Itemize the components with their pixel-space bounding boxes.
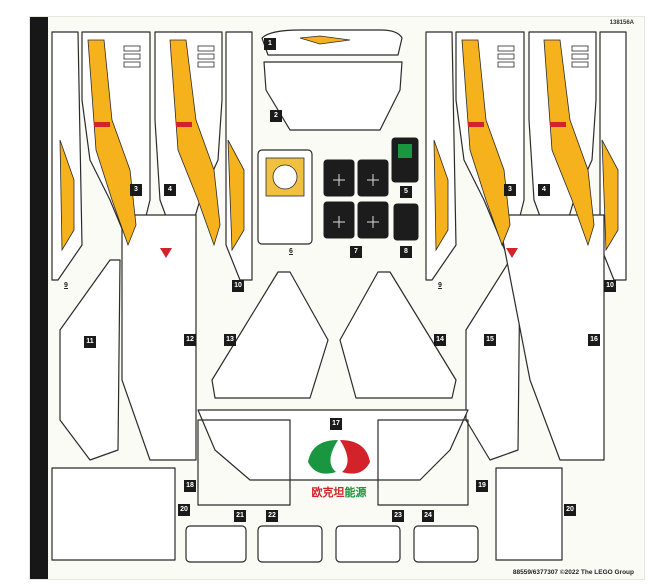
- label-20-right: 20: [564, 504, 576, 516]
- sticker-12: [121, 214, 197, 461]
- octan-logo-text: 欧克坦能源: [296, 484, 382, 500]
- label-3-left: 3: [130, 184, 142, 196]
- label-13: 13: [224, 334, 236, 346]
- label-8: 8: [400, 246, 412, 258]
- sticker-24: [413, 525, 479, 563]
- label-18: 18: [184, 480, 196, 492]
- label-3-right: 3: [504, 184, 516, 196]
- label-11: 11: [84, 336, 96, 348]
- sticker-11: [59, 259, 121, 461]
- sticker-2: [263, 61, 403, 131]
- label-16: 16: [588, 334, 600, 346]
- label-4-right: 4: [538, 184, 550, 196]
- sticker-15: [465, 259, 521, 461]
- copyright-footer: 88559/6377307 ©2022 The LEGO Group: [512, 569, 634, 576]
- label-20-left: 20: [178, 504, 190, 516]
- sticker-20-left: [51, 467, 176, 561]
- label-17: 17: [330, 418, 342, 430]
- label-9-right: 9: [438, 282, 442, 289]
- label-19: 19: [476, 480, 488, 492]
- label-14: 14: [434, 334, 446, 346]
- sticker-20-right: [495, 467, 563, 561]
- logo-text-green: 能源: [344, 487, 367, 499]
- label-15: 15: [484, 334, 496, 346]
- label-12: 12: [184, 334, 196, 346]
- sticker-22: [257, 525, 323, 563]
- label-10-right: 10: [604, 280, 616, 292]
- sticker-8: [393, 203, 419, 241]
- sticker-18: [197, 419, 291, 506]
- sticker-19: [377, 419, 469, 506]
- sheet-code: 138156A: [609, 20, 634, 26]
- label-1: 1: [264, 38, 276, 50]
- sheet-edge-strip: [30, 17, 48, 579]
- label-22: 22: [266, 510, 278, 522]
- sticker-13: [211, 271, 329, 399]
- label-4-left: 4: [164, 184, 176, 196]
- label-6: 6: [289, 248, 293, 255]
- logo-text-red: 欧克坦: [311, 487, 345, 499]
- label-10-left: 10: [232, 280, 244, 292]
- label-21: 21: [234, 510, 246, 522]
- octan-logo-mark: [308, 440, 370, 474]
- label-7: 7: [350, 246, 362, 258]
- label-2: 2: [270, 110, 282, 122]
- octan-logo: 欧克坦能源: [296, 432, 382, 504]
- sticker-23: [335, 525, 401, 563]
- label-9-left: 9: [64, 282, 68, 289]
- sticker-21: [185, 525, 247, 563]
- label-5: 5: [400, 186, 412, 198]
- label-24: 24: [422, 510, 434, 522]
- sticker-9-right: [425, 31, 457, 281]
- label-23: 23: [392, 510, 404, 522]
- sticker-14: [339, 271, 457, 399]
- sticker-9-left: [51, 31, 83, 281]
